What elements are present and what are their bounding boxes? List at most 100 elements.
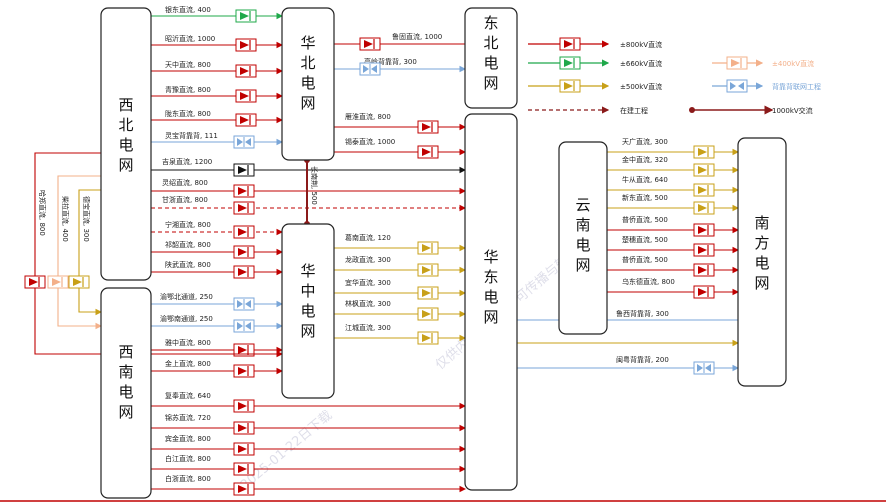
converter-icon xyxy=(417,241,439,255)
link-label: 龙政直流, 300 xyxy=(345,255,391,264)
link-label: 乌东德直流, 800 xyxy=(622,277,675,286)
converter-icon xyxy=(417,263,439,277)
grid-name-central: 华中电网 xyxy=(300,262,315,340)
ac-tie-label: 长南荆, 500 xyxy=(310,166,319,205)
link-label: 白浙直流, 800 xyxy=(165,474,211,483)
link-label: 雁淮直流, 800 xyxy=(345,112,391,121)
grid-name-yunnan: 云南电网 xyxy=(575,196,590,274)
link-label: 复奉直流, 640 xyxy=(165,391,211,400)
link-label: 葛南直流, 120 xyxy=(345,233,391,242)
converter-icon xyxy=(47,275,69,289)
legend-ac-node-icon xyxy=(689,107,695,113)
legend-label: ±500kV直流 xyxy=(620,82,662,91)
converter-icon xyxy=(68,275,90,289)
grid-box-northeast xyxy=(464,7,518,109)
converter-icon xyxy=(417,307,439,321)
link-label: 雅中直流, 800 xyxy=(165,338,211,347)
converter-icon xyxy=(233,163,255,177)
legend-converter-icon xyxy=(559,37,581,51)
legend-label: ±400kV直流 xyxy=(772,59,814,68)
loop-line xyxy=(34,152,284,358)
converter-icon xyxy=(417,331,439,345)
legend-label: 背靠背联网工程 xyxy=(772,82,821,91)
link-label: 白江直流, 800 xyxy=(165,454,211,463)
converter-icon xyxy=(693,223,715,237)
link-label: 江城直流, 300 xyxy=(345,323,391,332)
converter-icon xyxy=(417,286,439,300)
btb-converter-icon xyxy=(693,361,715,375)
link-label: 渝鄂北通道, 250 xyxy=(160,292,213,301)
link-label: 林枫直流, 300 xyxy=(345,299,391,308)
link-label: 新东直流, 500 xyxy=(622,193,668,202)
loop-label: 德宝直流, 300 xyxy=(82,196,91,242)
converter-icon xyxy=(233,201,255,215)
converter-icon xyxy=(233,343,255,357)
btb-converter-icon xyxy=(233,135,255,149)
converter-icon xyxy=(235,38,257,52)
grid-box-east xyxy=(464,113,518,491)
converter-icon xyxy=(693,201,715,215)
converter-icon xyxy=(24,275,46,289)
btb-converter-icon xyxy=(233,319,255,333)
converter-icon xyxy=(235,113,257,127)
converter-icon xyxy=(233,421,255,435)
converter-icon xyxy=(693,285,715,299)
link-label: 普侨直流, 500 xyxy=(622,255,668,264)
legend-converter-icon xyxy=(726,56,748,70)
link-label: 金中直流, 320 xyxy=(622,155,668,164)
grid-box-yunnan xyxy=(558,141,608,335)
legend-label: ±800kV直流 xyxy=(620,40,662,49)
converter-icon xyxy=(693,183,715,197)
link-label: 宜华直流, 300 xyxy=(345,278,391,287)
converter-icon xyxy=(233,184,255,198)
loop-line xyxy=(78,189,103,316)
link-label: 高岭背靠背, 300 xyxy=(364,57,417,66)
link-label: 天中直流, 800 xyxy=(165,60,211,69)
link-label: 牛从直流, 640 xyxy=(622,175,668,184)
link-label: 金上直流, 800 xyxy=(165,359,211,368)
legend-converter-icon xyxy=(559,56,581,70)
link-label: 吉泉直流, 1200 xyxy=(162,157,212,166)
converter-icon xyxy=(233,482,255,496)
grid-box-central xyxy=(281,223,335,399)
converter-icon xyxy=(693,163,715,177)
grid-name-north: 华北电网 xyxy=(300,34,315,112)
link-label: 陇东直流, 800 xyxy=(165,109,211,118)
converter-icon xyxy=(235,64,257,78)
link-label: 鲁西背靠背, 300 xyxy=(616,309,669,318)
converter-icon xyxy=(233,245,255,259)
link-label: 普侨直流, 500 xyxy=(622,215,668,224)
link-label: 青豫直流, 800 xyxy=(165,85,211,94)
link-label: 鲁固直流, 1000 xyxy=(392,32,442,41)
link-label: 陕武直流, 800 xyxy=(165,260,211,269)
converter-icon xyxy=(233,462,255,476)
link-label: 银东直流, 400 xyxy=(165,5,211,14)
btb-converter-icon xyxy=(233,297,255,311)
legend-label: ±660kV直流 xyxy=(620,59,662,68)
converter-icon xyxy=(417,145,439,159)
link-label: 甘浙直流, 800 xyxy=(162,195,208,204)
link-label: 灵宝背靠背, 111 xyxy=(165,131,218,140)
converter-icon xyxy=(233,364,255,378)
converter-icon xyxy=(693,145,715,159)
converter-icon xyxy=(233,225,255,239)
converter-icon xyxy=(235,89,257,103)
link-label: 宾金直流, 800 xyxy=(165,434,211,443)
grid-box-north xyxy=(281,7,335,161)
link-label: 宁湘直流, 800 xyxy=(165,220,211,229)
link-label: 灵绍直流, 800 xyxy=(162,178,208,187)
grid-name-east: 华东电网 xyxy=(483,248,498,326)
legend-converter-icon xyxy=(726,79,748,93)
grid-name-northeast: 东北电网 xyxy=(483,14,498,92)
grid-name-northwest: 西北电网 xyxy=(118,96,133,174)
converter-icon xyxy=(233,442,255,456)
converter-icon xyxy=(693,263,715,277)
grid-box-northwest xyxy=(100,7,152,281)
legend-label: 在建工程 xyxy=(620,106,648,115)
link-label: 渝鄂南通道, 250 xyxy=(160,314,213,323)
converter-icon xyxy=(235,9,257,23)
legend-label: 1000kV交流 xyxy=(772,106,813,115)
